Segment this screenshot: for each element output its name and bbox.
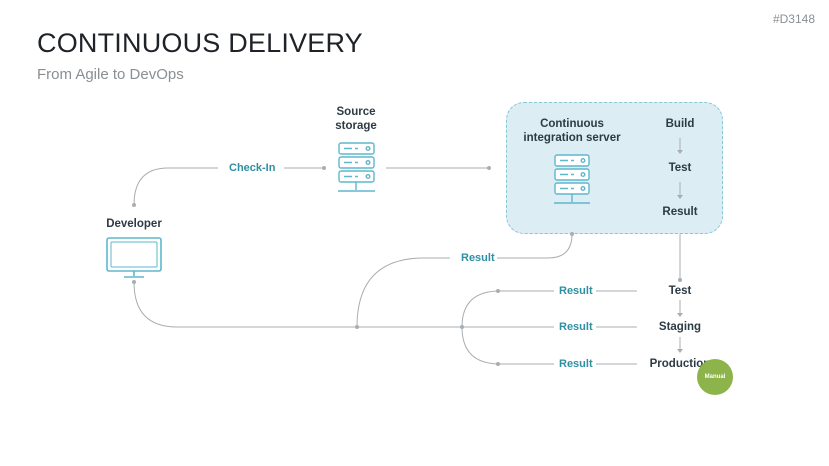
staging-result-label: Result: [559, 321, 593, 333]
return-to-developer-line: [133, 281, 554, 328]
staging-stage-label: Staging: [658, 321, 702, 333]
ci-result-return-label: Result: [461, 252, 495, 264]
ci-build-label: Build: [665, 118, 695, 130]
check-in-label: Check-In: [229, 162, 276, 174]
page-title: CONTINUOUS DELIVERY: [37, 28, 363, 58]
source-storage-label-line2: storage: [335, 120, 377, 132]
arrowhead: [677, 313, 683, 317]
test-stage-label: Test: [668, 285, 692, 297]
ci-server-label: Continuous integration server: [510, 117, 634, 145]
source-storage-label: Source storage: [316, 105, 396, 133]
developer-label: Developer: [106, 218, 162, 230]
connector-dot: [496, 289, 500, 293]
production-stage-label: Production: [649, 358, 711, 370]
monitor-icon: [106, 237, 162, 278]
check-in-line-left: [133, 167, 218, 206]
production-result-label: Result: [559, 358, 593, 370]
ci-server-label-line1: Continuous: [540, 118, 604, 130]
ci-result-label: Result: [662, 206, 698, 218]
server-icon: [338, 142, 375, 192]
ci-result-line-left: [356, 257, 450, 328]
document-id: #D3148: [772, 12, 815, 26]
connector-dot: [355, 325, 359, 329]
connector-dot: [322, 166, 326, 170]
server-icon: [554, 154, 590, 204]
connector-dot: [132, 203, 136, 207]
arrowhead: [677, 349, 683, 353]
ci-test-label: Test: [668, 162, 692, 174]
ci-server-label-line2: integration server: [523, 132, 621, 144]
connector-dot: [487, 166, 491, 170]
production-result-line-left: [461, 326, 554, 365]
connector-dot: [678, 278, 682, 282]
arrowhead: [677, 195, 683, 199]
test-result-label: Result: [559, 285, 593, 297]
ci-result-line-right: [497, 233, 573, 259]
ci-server-box: [506, 102, 723, 234]
arrowhead: [677, 150, 683, 154]
connector-dot: [570, 232, 574, 236]
connector-dot: [496, 362, 500, 366]
page-subtitle: From Agile to DevOps: [37, 66, 184, 83]
manual-badge: Manual: [697, 359, 733, 395]
connector-dot: [460, 325, 464, 329]
connector-dot: [132, 280, 136, 284]
test-result-line-left: [461, 290, 554, 328]
source-storage-label-line1: Source: [336, 106, 376, 118]
